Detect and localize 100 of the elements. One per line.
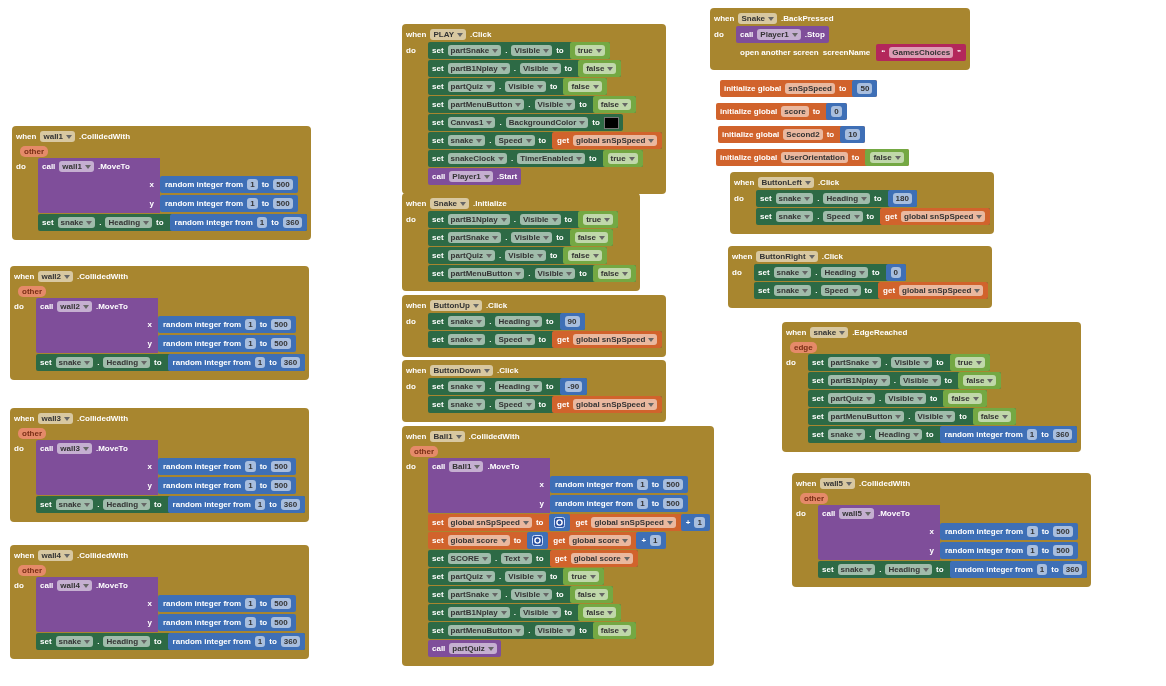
block-label: when [406,29,427,40]
dropdown-field: Ball1 [430,431,465,442]
statement-block [808,426,1078,443]
dropdown-field: snake [55,499,94,510]
block-label: .MoveTo [487,461,520,472]
block-label: when [406,365,427,376]
dropdown-field: Heading [103,636,151,647]
block-label: .CollidedWith [79,131,131,142]
dropdown-field: Visible [505,81,546,92]
number-field: 1 [637,498,648,509]
dropdown-field: partMenuButton [447,625,525,636]
statement-block [428,42,610,59]
block-label: to [549,250,558,261]
block-label: do [786,357,797,369]
block-label: to [154,499,162,510]
dropdown-field: Visible [891,357,933,368]
block-label: y [147,338,153,349]
statement-block [428,211,619,228]
dropdown-field: Heading [495,381,543,392]
block-label: set [432,334,444,345]
block-label: random integer from [163,617,242,628]
block-label: when [14,550,35,561]
event-block [10,266,310,380]
dropdown-field: Visible [899,375,941,386]
dropdown-field: wall2 [38,271,74,282]
block-label: . [513,214,516,225]
block-label: . [499,81,502,92]
dropdown-field: false [574,589,608,600]
block-label: y [929,545,935,556]
block-label: y [539,498,545,509]
statement-block [818,561,1088,578]
block-label: do [796,508,807,520]
number-field: 1 [1036,564,1048,575]
block-label: .Stop [804,29,825,40]
block-label: screenName [822,47,871,58]
block-label: to [536,553,544,564]
block-label: to [513,535,522,546]
block-label: . [893,375,896,386]
block-label: to [589,153,597,164]
block-label: random integer from [954,564,1033,575]
block-label: . [513,63,516,74]
dropdown-field: Speed [495,334,535,345]
block-label: to [154,636,162,647]
block-label: .MoveTo [95,443,128,454]
dropdown-field: true [574,45,605,56]
dropdown-field: snake [447,135,486,146]
block-label: to [874,193,882,204]
block-label: to [154,357,162,368]
block-label: . [99,217,102,228]
block-label: .MoveTo [95,301,128,312]
block-label: . [528,268,531,279]
block-label: . [513,607,516,618]
block-label: set [432,571,444,582]
statement-block [716,103,847,120]
dropdown-field: partMenuButton [827,411,905,422]
method-call-block [38,158,298,213]
block-label: random integer from [172,499,251,510]
block-label: .CollidedWith [77,271,129,282]
dropdown-field: BackgroundColor [505,117,589,128]
block-label: to [936,564,944,575]
block-label: get [885,211,898,222]
block-label: when [734,177,755,188]
dropdown-field: snake [775,193,814,204]
block-label: get [883,285,896,296]
block-label: to [259,338,268,349]
dropdown-field: Heading [103,499,151,510]
number-field: 1 [637,479,648,490]
block-label: do [406,214,417,226]
block-label: set [432,589,444,600]
dropdown-field: global score [447,535,510,546]
block-label: when [406,431,427,442]
dropdown-field: wall3 [38,413,74,424]
statement-block [428,586,613,603]
statement-block [716,149,909,166]
block-label: x [539,479,545,490]
dropdown-field: Visible [914,411,956,422]
block-label: to [872,267,880,278]
dropdown-field: PLAY [430,29,467,40]
dropdown-field: Snake [738,13,778,24]
dropdown-field: false [870,152,904,163]
statement-block [428,114,623,131]
block-label: .EdgeReached [852,327,908,338]
block-label: .Initialize [473,198,507,209]
block-label: . [528,625,531,636]
dropdown-field: snake [773,267,812,278]
statement-block [38,214,308,231]
dropdown-field: false [977,411,1011,422]
block-label: random integer from [555,498,634,509]
block-label: . [97,636,100,647]
statement-block [756,208,991,225]
block-label: when [14,271,35,282]
block-label: random integer from [165,179,244,190]
dropdown-field: global score [570,553,633,564]
dropdown-field: true [954,357,985,368]
block-label: set [432,535,444,546]
dropdown-field: SCORE [447,553,491,564]
statement-block [428,568,604,585]
block-label: set [760,193,772,204]
dropdown-field: Visible [519,214,561,225]
event-block [730,172,995,234]
